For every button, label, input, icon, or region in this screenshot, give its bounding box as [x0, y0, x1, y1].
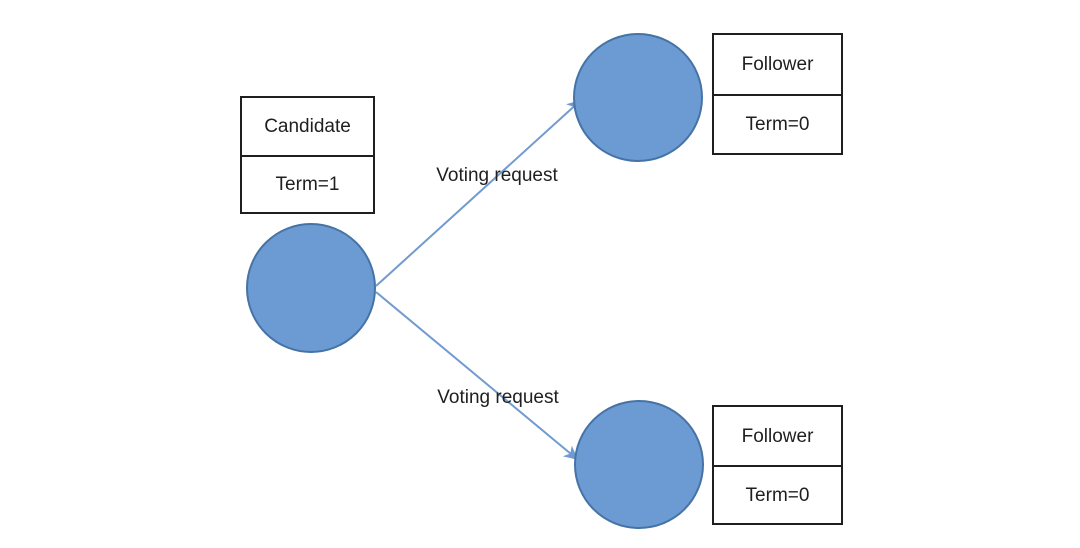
follower-top-node-circle — [573, 33, 703, 162]
follower-bottom-node-circle — [574, 400, 704, 529]
follower-bottom-label-box: Follower Term=0 — [712, 405, 843, 525]
voting-request-arrow-bottom — [375, 291, 579, 460]
voting-request-label-top: Voting request — [436, 165, 558, 186]
follower-top-term-label: Term=0 — [714, 94, 841, 153]
follower-top-role-label: Follower — [741, 54, 814, 75]
candidate-term-label: Term=1 — [242, 155, 373, 212]
follower-bottom-role-label: Follower — [741, 425, 814, 447]
voting-request-arrow-top — [375, 100, 582, 287]
candidate-label-box: Candidate Term=1 — [240, 96, 375, 214]
follower-bottom-term-label: Term=0 — [714, 465, 841, 523]
candidate-role-label: Candidate — [264, 116, 351, 137]
voting-request-label-bottom: Voting request — [437, 387, 559, 408]
candidate-node-circle — [246, 223, 376, 353]
follower-top-label-box: Follower Term=0 — [712, 33, 843, 155]
